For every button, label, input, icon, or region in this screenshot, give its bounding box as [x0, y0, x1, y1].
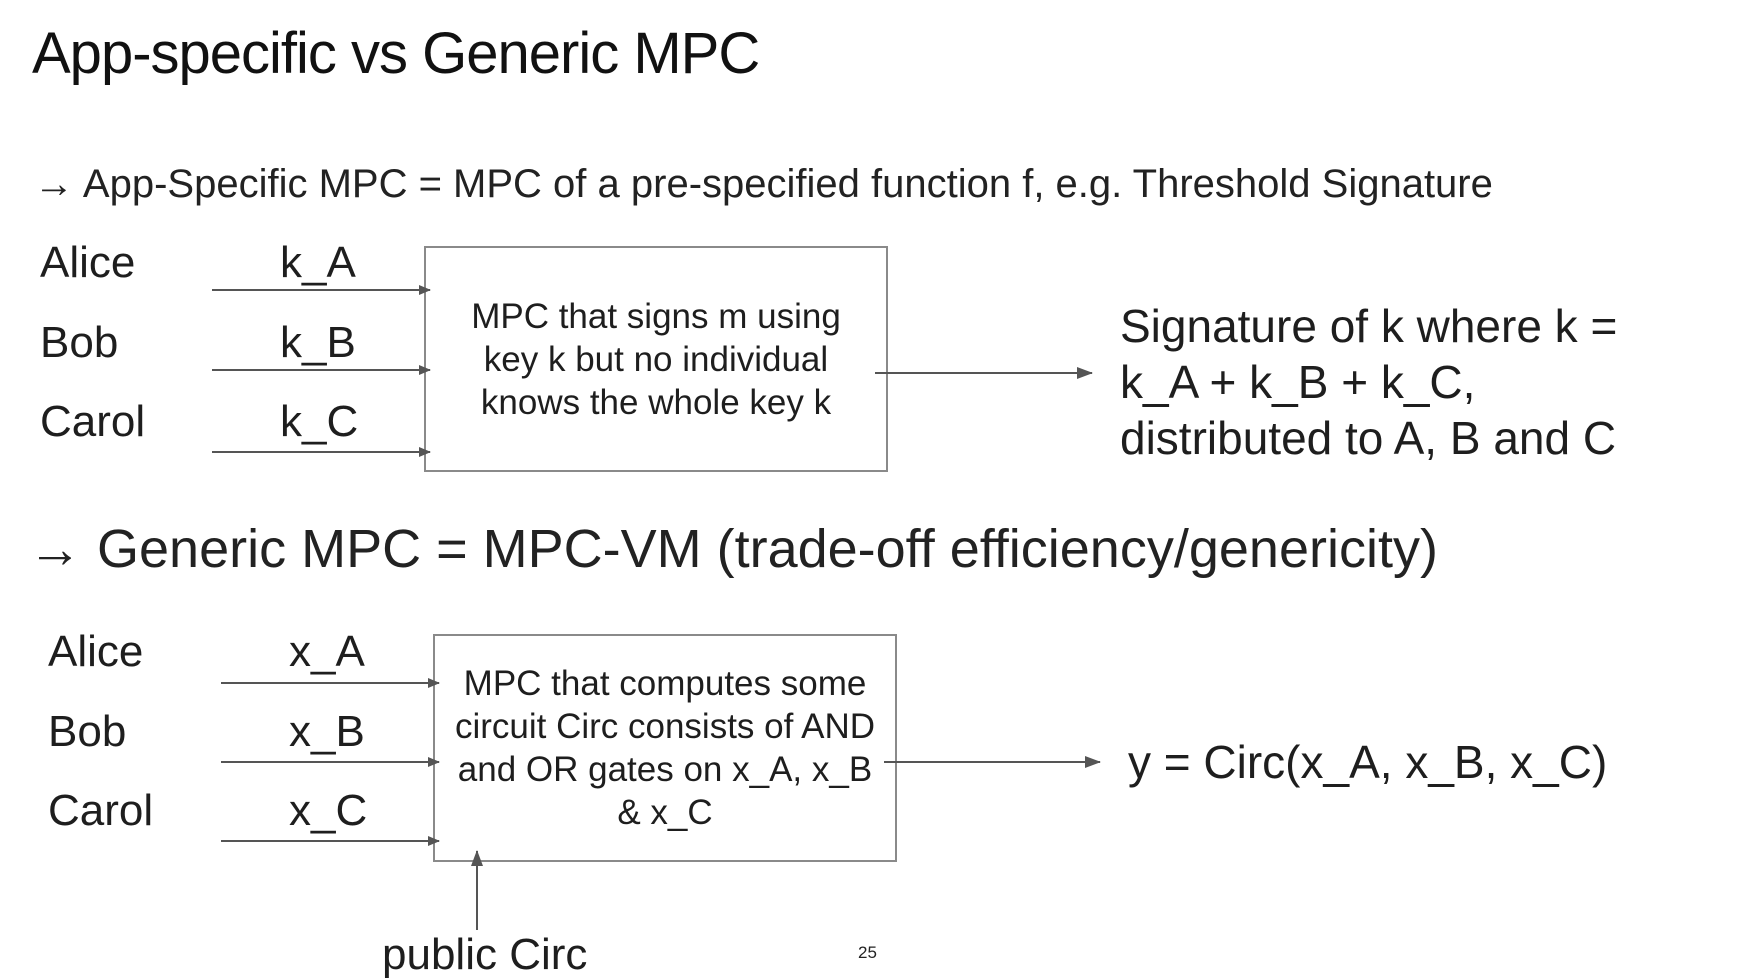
generic-mpc-box: MPC that computes some circuit Circ cons… [433, 634, 897, 862]
public-circ-label: public Circ [382, 930, 588, 979]
page-number: 25 [858, 943, 877, 962]
generic-output: y = Circ(x_A, x_B, x_C) [1128, 736, 1608, 788]
generic-party-alice: Alice [48, 627, 144, 676]
app-input-k-b: k_B [280, 318, 356, 367]
app-party-bob: Bob [40, 318, 119, 367]
app-mpc-box: MPC that signs m using key k but no indi… [424, 246, 888, 472]
generic-input-x-c: x_C [289, 786, 368, 835]
app-mpc-box-text: MPC that signs m using key k but no indi… [471, 296, 841, 422]
app-party-carol: Carol [40, 397, 146, 446]
generic-bullet: → Generic MPC = MPC-VM (trade-off effici… [28, 519, 1438, 579]
generic-input-x-b: x_B [289, 707, 365, 756]
app-party-alice: Alice [40, 238, 136, 287]
app-input-k-a: k_A [280, 238, 356, 287]
generic-party-carol: Carol [48, 786, 154, 835]
app-input-k-c: k_C [280, 397, 359, 446]
app-specific-bullet: → App-Specific MPC = MPC of a pre-specif… [34, 162, 1493, 206]
app-output: Signature of k where k = k_A + k_B + k_C… [1120, 300, 1618, 464]
generic-mpc-box-text: MPC that computes some circuit Circ cons… [454, 664, 876, 832]
slide-title: App-specific vs Generic MPC [32, 21, 760, 86]
generic-party-bob: Bob [48, 707, 127, 756]
generic-input-x-a: x_A [289, 627, 365, 676]
